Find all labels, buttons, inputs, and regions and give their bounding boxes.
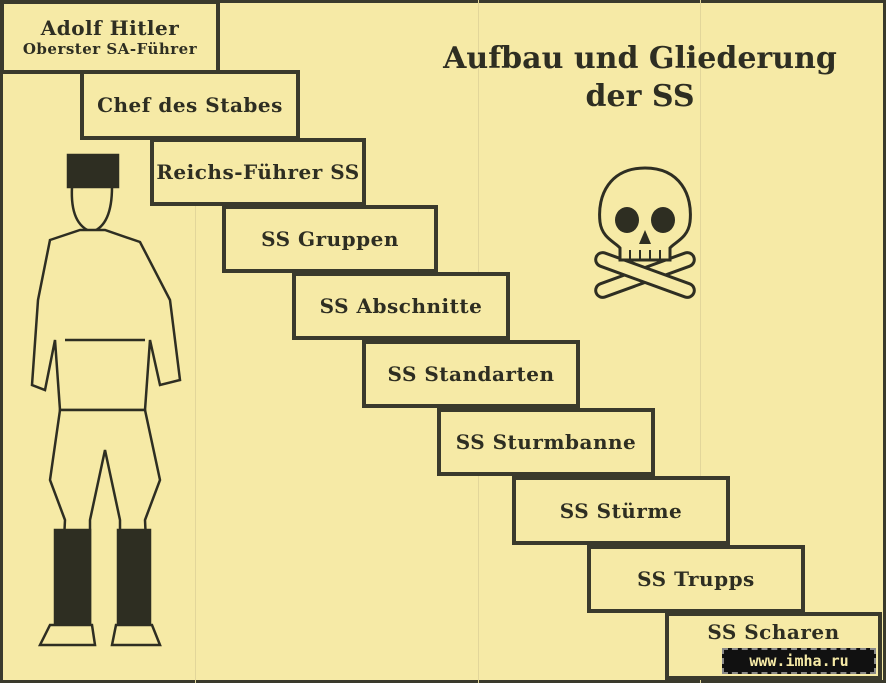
rank-label: SS Gruppen xyxy=(261,227,399,251)
rank-box-chef-des-stabes: Chef des Stabes xyxy=(80,70,300,140)
rank-label: SS Sturmbanne xyxy=(455,430,637,454)
background-column-line xyxy=(700,0,701,683)
rank-label: SS Standarten xyxy=(387,362,555,386)
rank-box-reichsfuehrer: Reichs-Führer SS xyxy=(150,138,366,206)
diagram-title: Aufbau und Gliederung der SS xyxy=(440,40,840,116)
rank-box-trupps: SS Trupps xyxy=(587,545,805,613)
rank-box-stuerme: SS Stürme xyxy=(512,476,730,545)
rank-label: Adolf Hitler xyxy=(40,16,180,40)
rank-sublabel: Oberster SA-Führer xyxy=(22,40,198,58)
rank-label: SS Trupps xyxy=(637,567,755,591)
rank-box-leader: Adolf Hitler Oberster SA-Führer xyxy=(0,0,220,74)
rank-box-sturmbanne: SS Sturmbanne xyxy=(437,408,655,476)
rank-box-standarten: SS Standarten xyxy=(362,340,580,408)
title-line-1: Aufbau und Gliederung xyxy=(443,41,837,76)
watermark: www.imha.ru xyxy=(722,648,876,674)
rank-label: Chef des Stabes xyxy=(97,93,283,117)
rank-label: Reichs-Führer SS xyxy=(156,160,360,184)
title-line-2: der SS xyxy=(585,79,695,114)
rank-box-abschnitte: SS Abschnitte xyxy=(292,272,510,340)
uniformed-figure-illustration xyxy=(20,150,195,664)
rank-box-gruppen: SS Gruppen xyxy=(222,205,438,273)
rank-label: SS Scharen xyxy=(707,620,840,644)
background-column-line xyxy=(195,0,196,683)
skull-and-crossbones-icon xyxy=(585,160,705,314)
rank-label: SS Abschnitte xyxy=(319,294,483,318)
rank-label: SS Stürme xyxy=(559,498,683,523)
